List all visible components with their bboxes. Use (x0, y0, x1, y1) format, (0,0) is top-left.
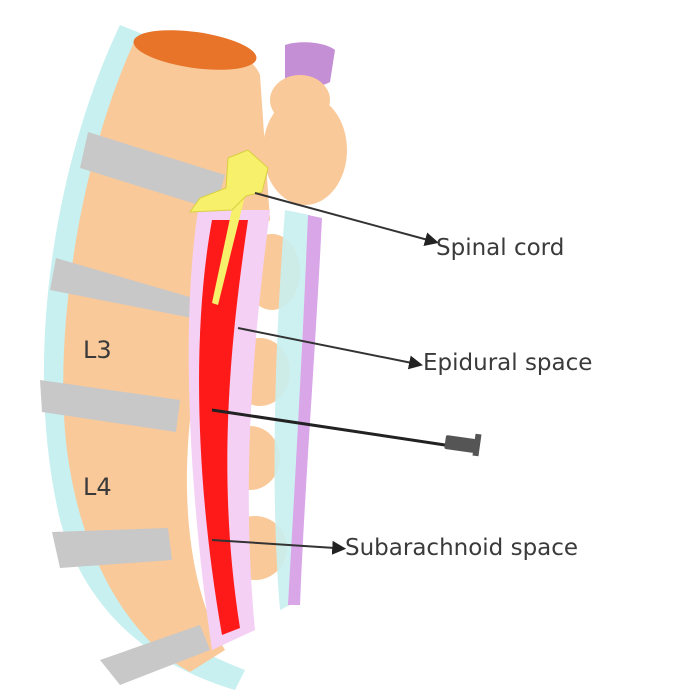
disc-3 (40, 380, 180, 432)
vertebra-label-l4: L4 (83, 473, 112, 501)
spinal-cord (212, 190, 246, 305)
subarachnoid-canal (199, 220, 248, 635)
disc-5 (100, 625, 210, 685)
supraspinous-ligament (288, 215, 322, 605)
vertebra-top-surface (133, 30, 257, 70)
spinous-process-top (263, 95, 347, 205)
leader-spinal-cord (254, 192, 439, 247)
leader-epidural-space (237, 327, 423, 370)
syringe-icon (444, 433, 482, 457)
conus-top (188, 149, 269, 213)
label-spinal-cord: Spinal cord (436, 235, 564, 261)
upper-lamina (270, 75, 330, 125)
disc-1 (80, 132, 225, 210)
spinal-needle-shaft (211, 408, 446, 447)
disc-4 (52, 528, 172, 568)
label-epidural-space: Epidural space (423, 350, 592, 376)
disc-2 (50, 258, 200, 318)
interspinous-ligament (274, 210, 310, 610)
vertebra-label-l3: L3 (83, 336, 112, 364)
leader-subarachnoid-space (211, 539, 347, 555)
label-subarachnoid-space: Subarachnoid space (345, 535, 578, 561)
